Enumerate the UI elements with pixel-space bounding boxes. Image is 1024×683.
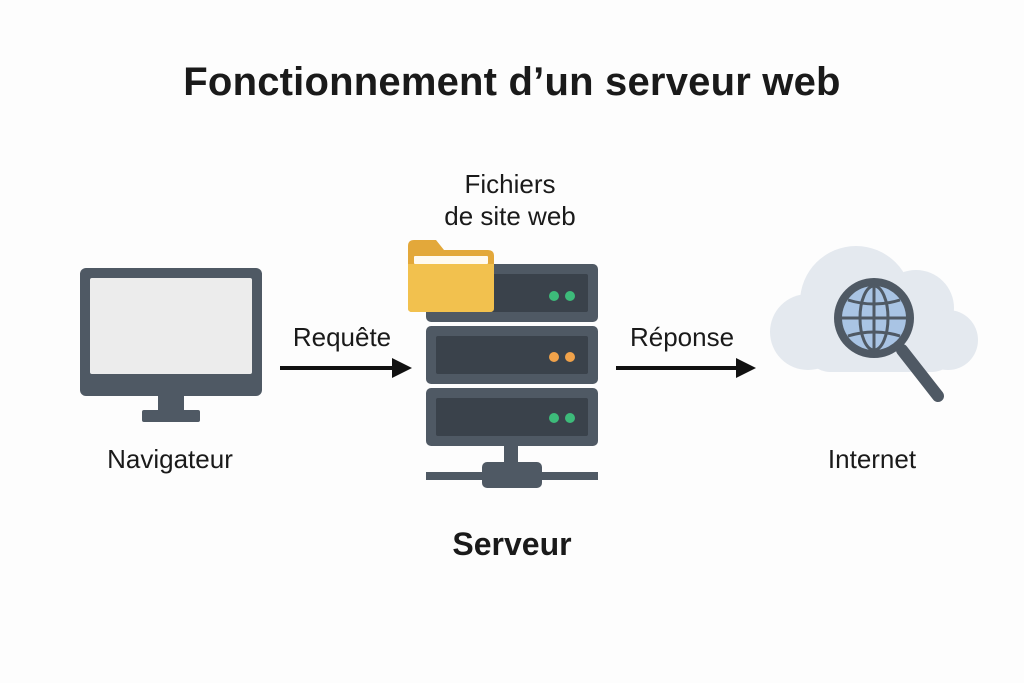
led-green-1a [549,291,559,301]
response-arrow [616,358,756,378]
monitor-stand [142,410,200,422]
response-label: Réponse [629,322,735,352]
led-green-3b [565,413,575,423]
internet-label: Internet [827,444,917,474]
led-orange-2a [549,352,559,362]
server-label: Serveur [452,526,572,562]
led-orange-2b [565,352,575,362]
monitor-icon [80,268,262,422]
led-green-3a [549,413,559,423]
request-arrow [280,358,412,378]
led-green-1b [565,291,575,301]
cloud-globe-search-icon [770,246,978,402]
files-label: Fichiers de site web [380,168,640,232]
server-rack-icon [426,264,598,488]
server-network-line [426,472,598,480]
monitor-neck [158,396,184,412]
files-label-line1: Fichiers [464,169,556,199]
diagram-title: Fonctionnement d’un serveur web [183,60,841,104]
files-label-line2: de site web [444,201,576,231]
request-label: Requête [292,322,392,352]
monitor-screen [90,278,252,374]
magnifier-globe [834,278,944,402]
browser-label: Navigateur [107,444,233,474]
folder-icon [408,240,494,312]
